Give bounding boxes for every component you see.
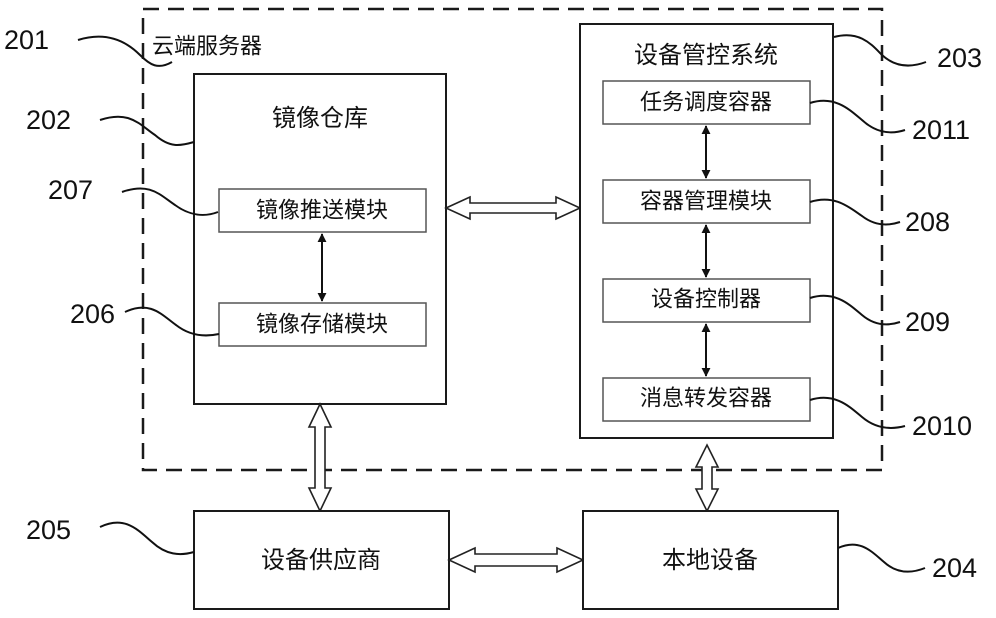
leader-local-device [837,543,926,573]
local-device-box [582,510,839,610]
ref-image-push-module: 207 [48,175,93,205]
container-management-module-label: 容器管理模块 [640,190,772,215]
ref-local-device: 204 [932,553,977,583]
leader-image-repository [99,115,195,146]
leader-device-supplier [99,521,195,556]
ref-task-scheduling-container: 2011 [912,115,970,145]
task-scheduling-container-label: 任务调度容器 [640,91,772,116]
ref-device-supplier: 205 [26,515,71,545]
ref-container-management-module: 208 [905,207,950,237]
image-storage-module-box [218,302,427,347]
message-forwarding-container-box [602,377,811,422]
arrow-repository-control-system [444,195,582,221]
ref-message-forwarding-container: 2010 [912,411,972,441]
cloud-server-label: 云端服务器 [152,35,262,60]
message-forwarding-container-label: 消息转发容器 [640,387,772,412]
arrow-repository-supplier [307,402,333,513]
arrow-supplier-local-device [447,546,585,574]
device-control-system-label: 设备管控系统 [634,41,778,69]
device-supplier-label: 设备供应商 [261,546,381,574]
leader-task-scheduling-container [809,99,906,134]
ref-image-repository: 202 [26,105,71,135]
leader-device-controller [809,294,901,326]
image-push-module-box [218,188,427,233]
leader-image-storage-module [124,306,220,337]
container-management-module-box [602,179,811,224]
device-controller-label: 设备控制器 [651,288,761,313]
image-repository-label: 镜像仓库 [272,104,368,132]
device-supplier-box [193,510,450,610]
ref-device-control-system: 203 [937,43,982,73]
device-controller-box [602,278,811,323]
arrow-control-system-local-device [694,443,720,513]
ref-image-storage-module: 206 [70,299,115,329]
image-push-module-label: 镜像推送模块 [256,199,388,224]
image-storage-module-label: 镜像存储模块 [256,313,388,338]
local-device-label: 本地设备 [662,546,758,574]
leader-image-push-module [121,187,219,216]
leader-device-control-system [833,34,927,67]
leader-cloud-server [77,35,173,67]
ref-device-controller: 209 [905,307,950,337]
leader-message-forwarding-container [809,396,906,429]
ref-cloud-server: 201 [4,25,49,55]
leader-container-management-module [809,198,901,226]
